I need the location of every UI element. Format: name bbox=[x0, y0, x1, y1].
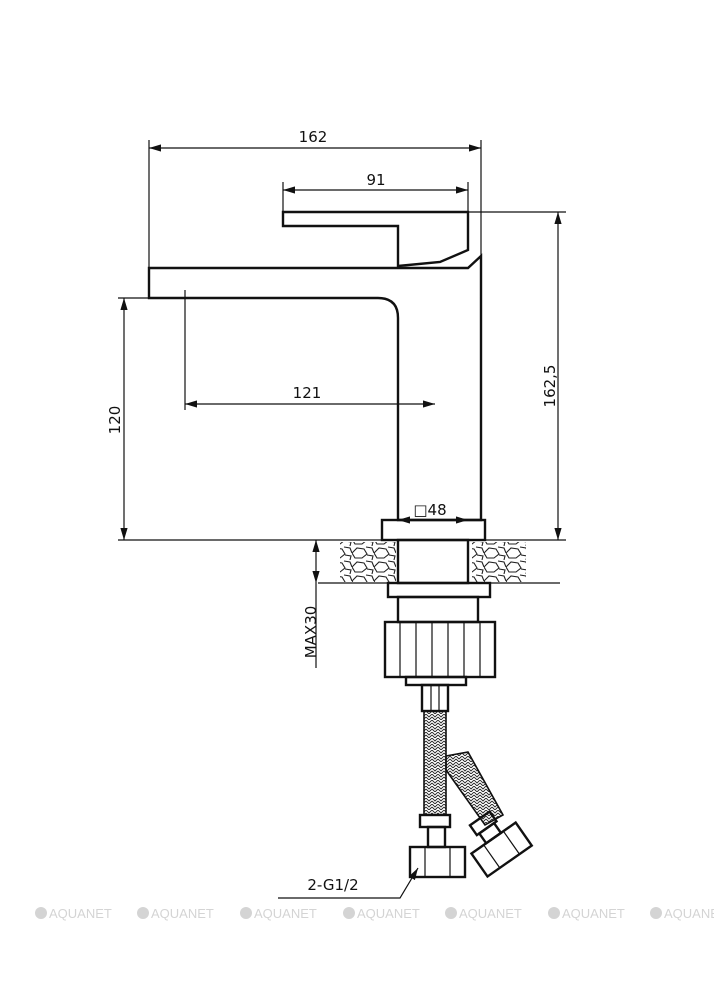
hex-nut-1 bbox=[408, 845, 467, 879]
faucet-body bbox=[147, 210, 487, 542]
base-plate bbox=[380, 518, 487, 542]
dim-overall-width: 162 bbox=[299, 128, 328, 146]
watermark: AQUANET bbox=[664, 906, 714, 921]
dimension-lines bbox=[118, 140, 566, 899]
watermark: AQUANET bbox=[254, 906, 317, 921]
handle-lever bbox=[281, 210, 470, 268]
dim-base-size: □48 bbox=[413, 501, 446, 519]
watermark: AQUANET bbox=[49, 906, 112, 921]
dim-total-height: 162,5 bbox=[541, 365, 559, 408]
dim-spout-reach: 121 bbox=[293, 384, 322, 402]
dim-max-countertop: MAX30 bbox=[302, 606, 320, 659]
supply-hoses bbox=[408, 710, 534, 879]
watermark: AQUANET bbox=[151, 906, 214, 921]
dim-spout-height: 120 bbox=[106, 406, 124, 435]
mount-assembly bbox=[383, 581, 497, 713]
watermark: AQUANET bbox=[562, 906, 625, 921]
watermark-row: AQUANET AQUANET AQUANET AQUANET AQUANET … bbox=[35, 906, 714, 921]
dim-connection: 2-G1/2 bbox=[307, 876, 358, 894]
dim-handle-length: 91 bbox=[366, 171, 385, 189]
mounting-nut bbox=[383, 620, 497, 679]
watermark: AQUANET bbox=[357, 906, 420, 921]
watermark: AQUANET bbox=[459, 906, 522, 921]
hex-nut-2 bbox=[468, 809, 534, 879]
countertop bbox=[318, 538, 560, 585]
